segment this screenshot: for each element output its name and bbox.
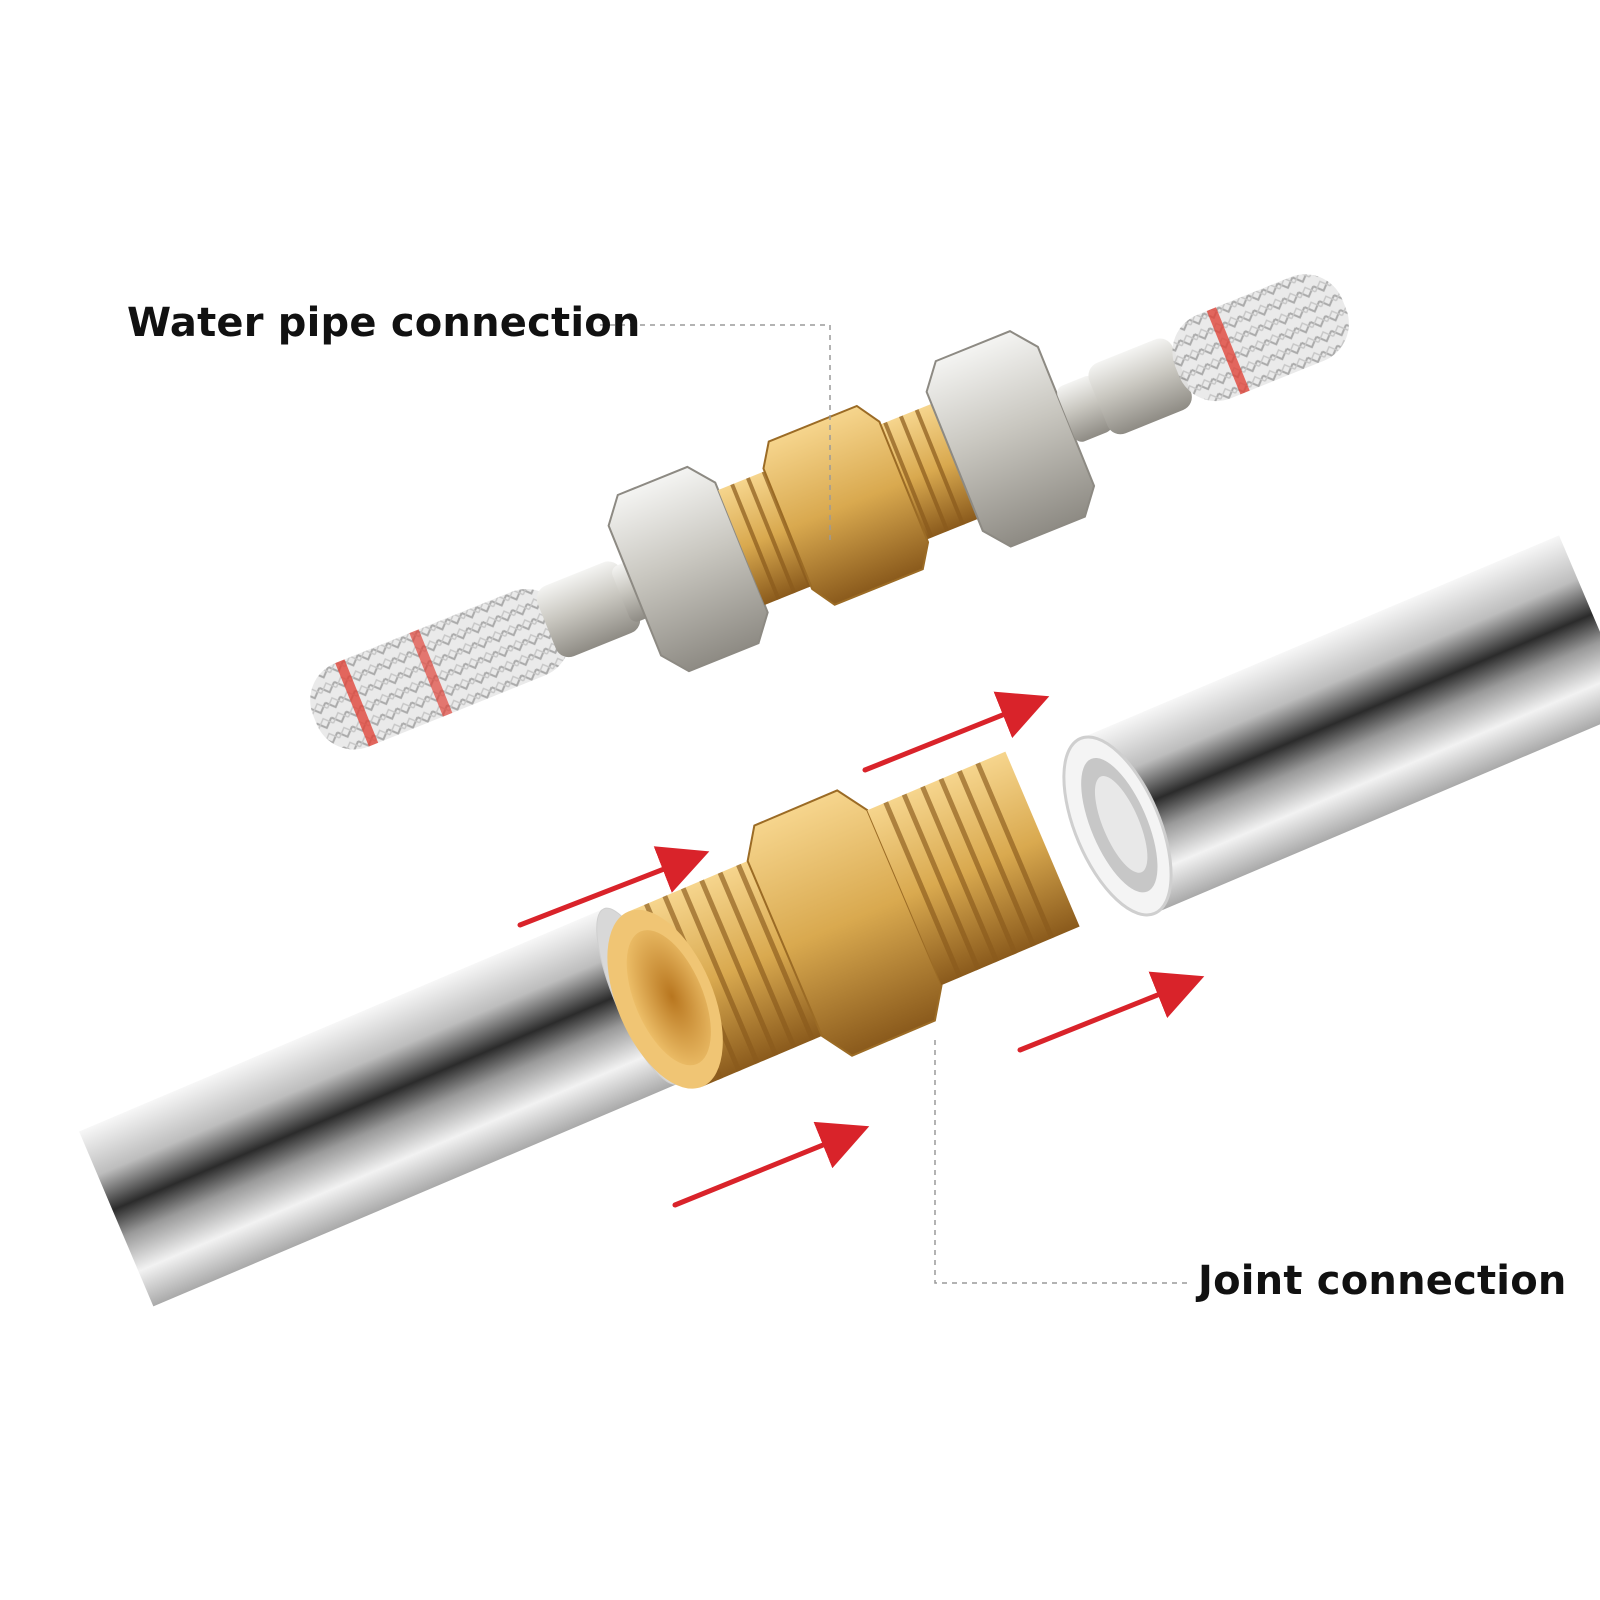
arrow-2 bbox=[517, 846, 710, 928]
leader-lines bbox=[600, 324, 1190, 1284]
hex-nipple-fitting bbox=[607, 751, 1080, 1089]
arrow-3 bbox=[1017, 971, 1205, 1053]
brass-union-body bbox=[718, 403, 978, 606]
direction-arrows bbox=[517, 691, 1205, 1208]
hex-nut-left bbox=[607, 465, 769, 673]
leader-water-pipe bbox=[600, 324, 831, 545]
hose-ferrule-left bbox=[536, 561, 641, 658]
braided-hose-right bbox=[1172, 274, 1349, 402]
braided-hose-left bbox=[310, 589, 571, 750]
water-pipe-assembly bbox=[310, 274, 1349, 750]
hose-ferrule-right bbox=[1088, 338, 1192, 435]
water-pipe-connection-label: Water pipe connection bbox=[127, 300, 641, 346]
hex-nut-right bbox=[925, 330, 1096, 548]
chrome-pipe-right bbox=[1062, 535, 1600, 917]
leader-joint bbox=[934, 1040, 1190, 1284]
arrow-1 bbox=[862, 691, 1050, 773]
joint-connection-label: Joint connection bbox=[1198, 1258, 1567, 1304]
arrow-4 bbox=[672, 1121, 870, 1208]
